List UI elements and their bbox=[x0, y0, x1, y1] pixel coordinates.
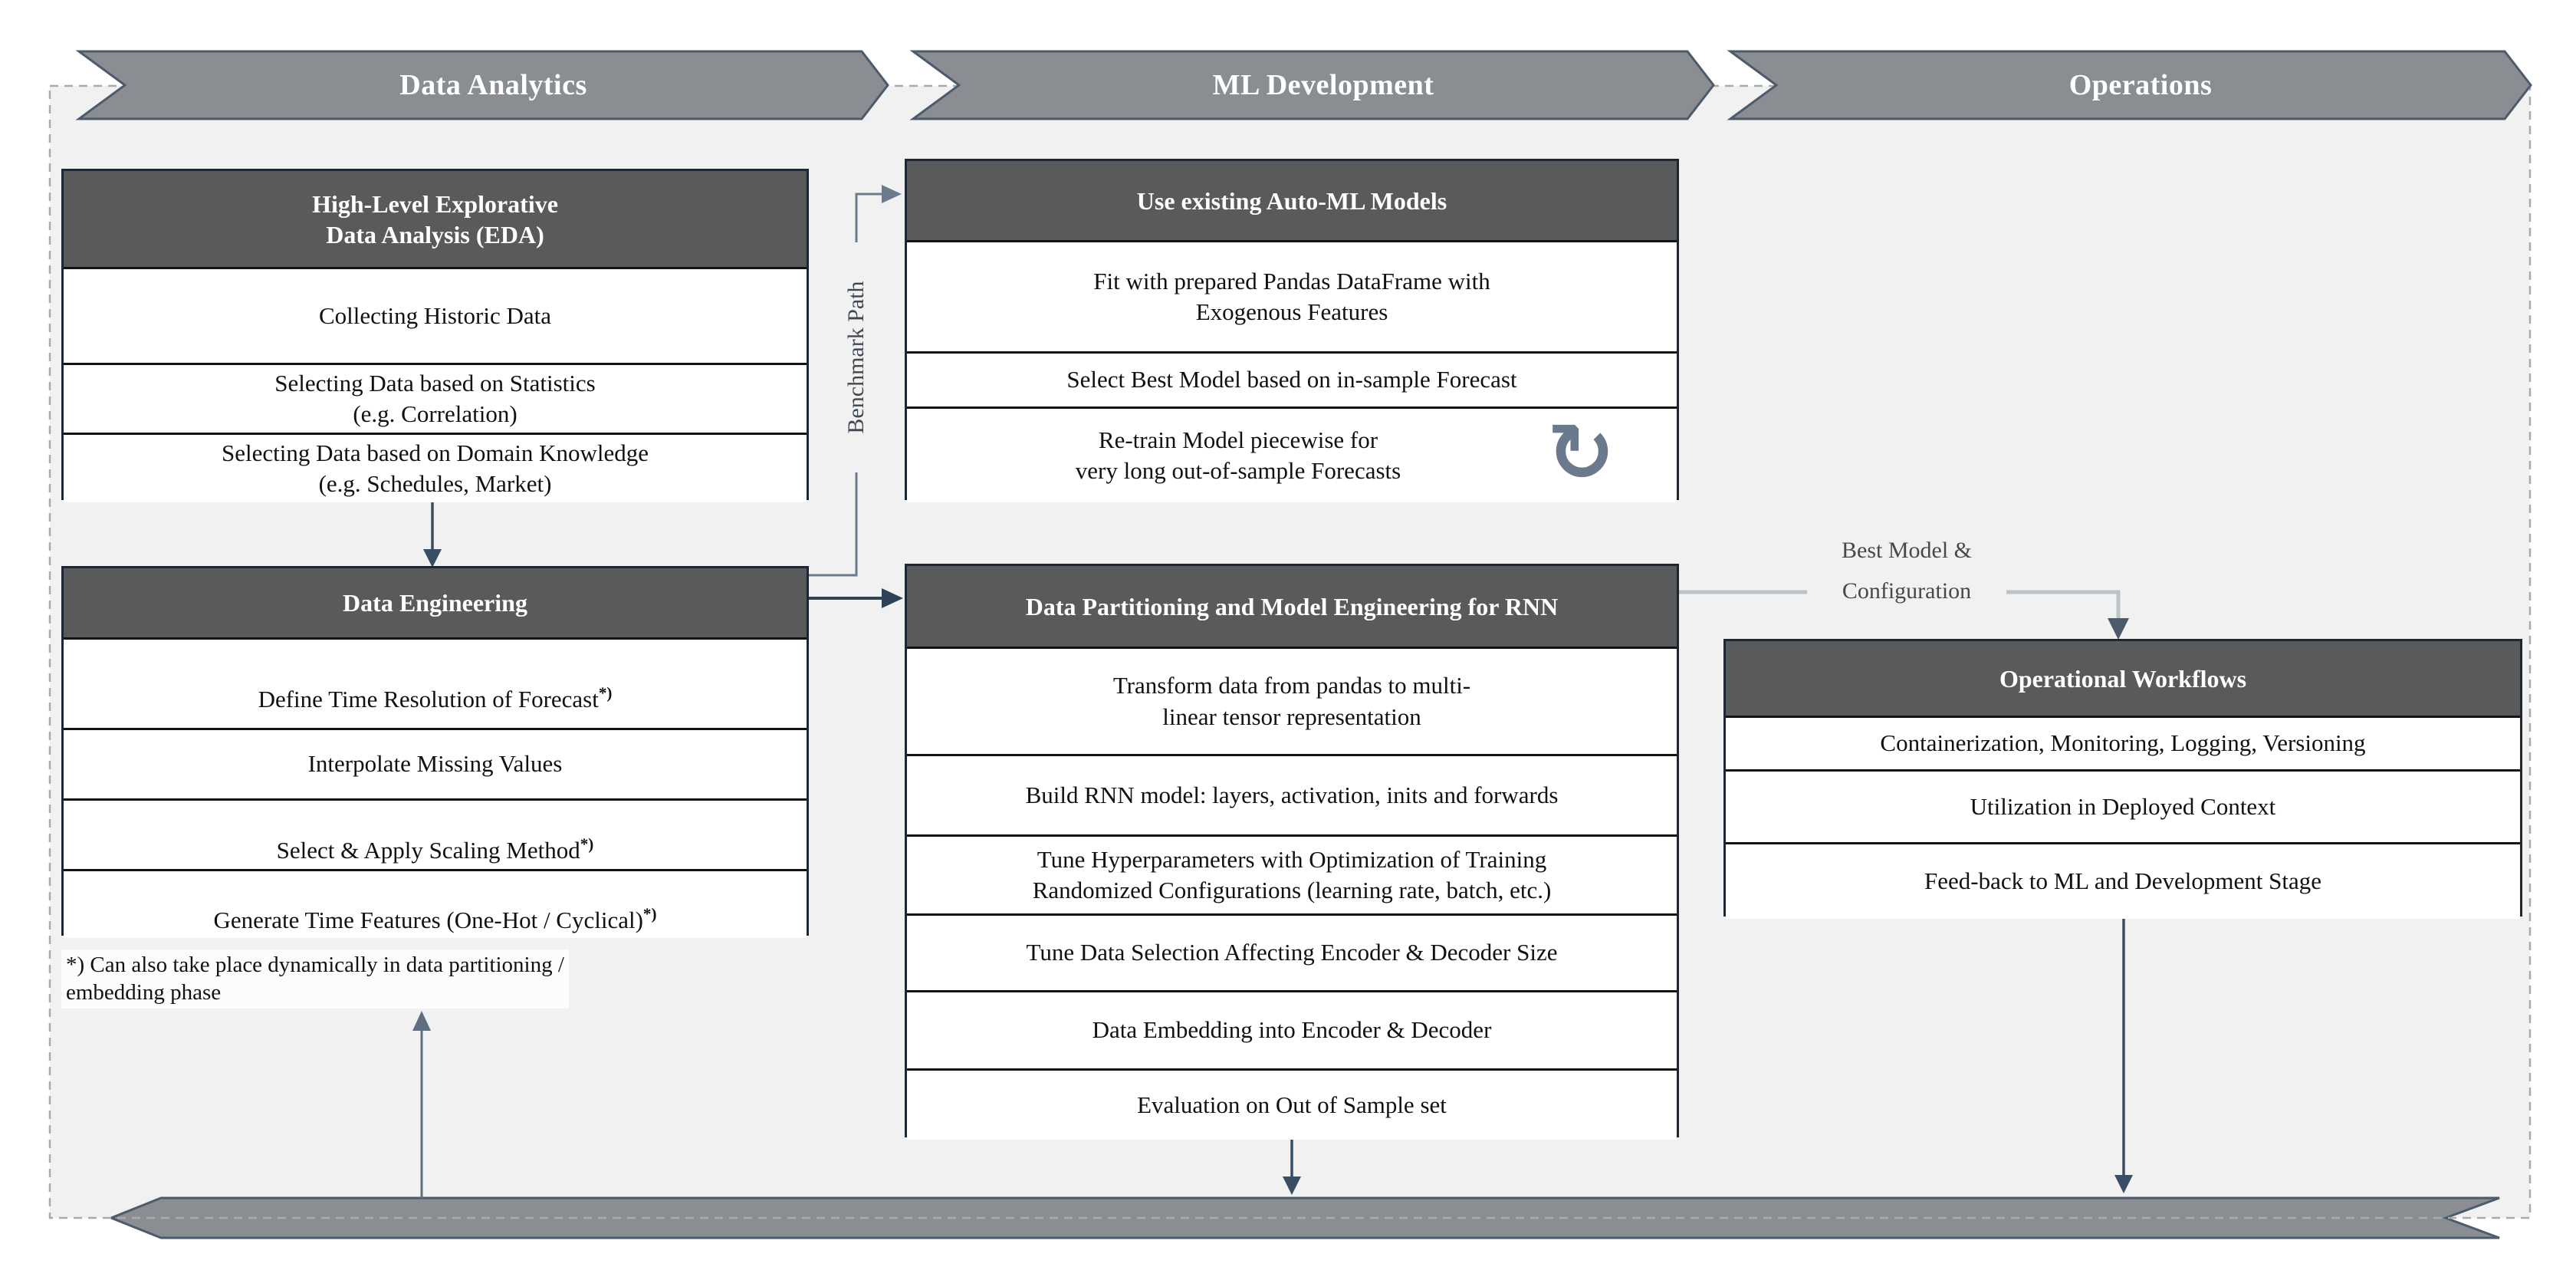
rnn-step-tune-data-selection: Tune Data Selection Affecting Encoder & … bbox=[907, 913, 1677, 990]
automl-step-fit-dataframe: Fit with prepared Pandas DataFrame with … bbox=[907, 240, 1677, 351]
automl-step-retrain: Re-train Model piecewise for very long o… bbox=[907, 406, 1677, 502]
operational-box-title: Operational Workflows bbox=[1726, 641, 2520, 716]
de-step-label: Select & Apply Scaling Method*) bbox=[277, 804, 594, 866]
rnn-step-label: Tune Data Selection Affecting Encoder & … bbox=[1026, 939, 1558, 966]
phase-title-ml-development: ML Development bbox=[1212, 69, 1434, 101]
automl-step-select-best-model: Select Best Model based on in-sample For… bbox=[907, 351, 1677, 406]
footnote-text: *) Can also take place dynamically in da… bbox=[61, 949, 569, 1009]
eda-box: High-Level Explorative Data Analysis (ED… bbox=[61, 169, 809, 502]
arrowhead-feedback-up bbox=[412, 1011, 431, 1031]
data-engineering-box: Data Engineering Define Time Resolution … bbox=[61, 566, 809, 938]
phase-banner-ml-development bbox=[909, 50, 1715, 120]
rnn-step-transform-tensor: Transform data from pandas to multi- lin… bbox=[907, 647, 1677, 754]
arrowhead-best-model-configuration bbox=[2108, 618, 2129, 640]
rnn-step-label: Evaluation on Out of Sample set bbox=[1137, 1091, 1447, 1118]
arrowhead-data-engineering-to-rnn bbox=[882, 588, 903, 608]
de-step-text: Select & Apply Scaling Method bbox=[276, 836, 580, 864]
best-model-configuration-label: Best Model & Configuration bbox=[1807, 531, 2006, 611]
de-step-label: Generate Time Features (One-Hot / Cyclic… bbox=[214, 874, 657, 936]
ops-step-label: Containerization, Monitoring, Logging, V… bbox=[1880, 729, 2366, 757]
phase-banner-data-analytics bbox=[75, 50, 889, 120]
eda-step-label: Selecting Data based on Statistics (e.g.… bbox=[274, 369, 596, 427]
ops-step-label: Utilization in Deployed Context bbox=[1970, 792, 2276, 820]
de-step-text: Define Time Resolution of Forecast bbox=[258, 685, 599, 712]
eda-step-label: Selecting Data based on Domain Knowledge… bbox=[222, 439, 649, 497]
de-step-scaling: Select & Apply Scaling Method*) bbox=[64, 798, 807, 869]
eda-box-title: High-Level Explorative Data Analysis (ED… bbox=[64, 171, 807, 267]
connector-benchmark-path-upper bbox=[855, 193, 883, 259]
rnn-step-label: Data Embedding into Encoder & Decoder bbox=[1092, 1016, 1492, 1044]
automl-step-label: Fit with prepared Pandas DataFrame with … bbox=[1093, 267, 1490, 325]
rnn-step-build-model: Build RNN model: layers, activation, ini… bbox=[907, 754, 1677, 834]
eda-step-select-statistics: Selecting Data based on Statistics (e.g.… bbox=[64, 363, 807, 433]
rnn-box: Data Partitioning and Model Engineering … bbox=[905, 564, 1679, 1140]
arrowhead-operational-to-bottom-bar bbox=[2114, 1175, 2133, 1193]
ops-step-containerization: Containerization, Monitoring, Logging, V… bbox=[1726, 716, 2520, 769]
ops-step-feedback: Feed-back to ML and Development Stage bbox=[1726, 842, 2520, 919]
automl-step-label: Re-train Model piecewise for very long o… bbox=[1075, 426, 1401, 484]
arrowhead-benchmark-path bbox=[882, 185, 902, 203]
benchmark-path-label: Benchmark Path bbox=[843, 242, 870, 472]
phase-title-data-analytics: Data Analytics bbox=[399, 69, 587, 101]
automl-box-title: Use existing Auto-ML Models bbox=[907, 161, 1677, 240]
footnote-marker: *) bbox=[598, 683, 613, 703]
de-step-time-features: Generate Time Features (One-Hot / Cyclic… bbox=[64, 869, 807, 938]
retrain-loop-icon: ↻ bbox=[1546, 406, 1615, 500]
ops-step-label: Feed-back to ML and Development Stage bbox=[1924, 867, 2321, 895]
rnn-step-evaluation: Evaluation on Out of Sample set bbox=[907, 1068, 1677, 1140]
operational-workflows-box: Operational Workflows Containerization, … bbox=[1723, 639, 2522, 919]
de-step-text: Generate Time Features (One-Hot / Cyclic… bbox=[213, 906, 643, 933]
rnn-step-label: Build RNN model: layers, activation, ini… bbox=[1025, 781, 1559, 808]
phase-title-operations: Operations bbox=[2068, 69, 2213, 101]
automl-step-label: Select Best Model based on in-sample For… bbox=[1066, 366, 1517, 393]
data-engineering-box-title: Data Engineering bbox=[64, 568, 807, 637]
de-step-time-resolution: Define Time Resolution of Forecast*) bbox=[64, 637, 807, 728]
rnn-box-title: Data Partitioning and Model Engineering … bbox=[907, 566, 1677, 647]
phase-banner-operations bbox=[1727, 50, 2532, 120]
rnn-step-data-embedding: Data Embedding into Encoder & Decoder bbox=[907, 990, 1677, 1068]
de-step-interpolate: Interpolate Missing Values bbox=[64, 728, 807, 798]
arrowhead-rnn-to-bottom-bar bbox=[1283, 1176, 1301, 1195]
rnn-step-label: Transform data from pandas to multi- lin… bbox=[1112, 672, 1471, 730]
arrowhead-eda-to-data-engineering bbox=[423, 549, 442, 568]
eda-step-select-domain-knowledge: Selecting Data based on Domain Knowledge… bbox=[64, 433, 807, 502]
de-step-label: Interpolate Missing Values bbox=[307, 750, 563, 778]
rnn-step-tune-hyperparameters: Tune Hyperparameters with Optimization o… bbox=[907, 834, 1677, 913]
footnote-marker: *) bbox=[642, 904, 657, 923]
eda-step-label: Collecting Historic Data bbox=[318, 301, 552, 329]
ops-step-utilization: Utilization in Deployed Context bbox=[1726, 769, 2520, 842]
automl-box: Use existing Auto-ML Models Fit with pre… bbox=[905, 159, 1679, 502]
connector-benchmark-path-lower bbox=[809, 460, 858, 577]
eda-step-collect-data: Collecting Historic Data bbox=[64, 267, 807, 363]
de-step-label: Define Time Resolution of Forecast*) bbox=[258, 653, 613, 715]
rnn-step-label: Tune Hyperparameters with Optimization o… bbox=[1032, 845, 1552, 903]
footnote-marker: *) bbox=[580, 834, 594, 854]
